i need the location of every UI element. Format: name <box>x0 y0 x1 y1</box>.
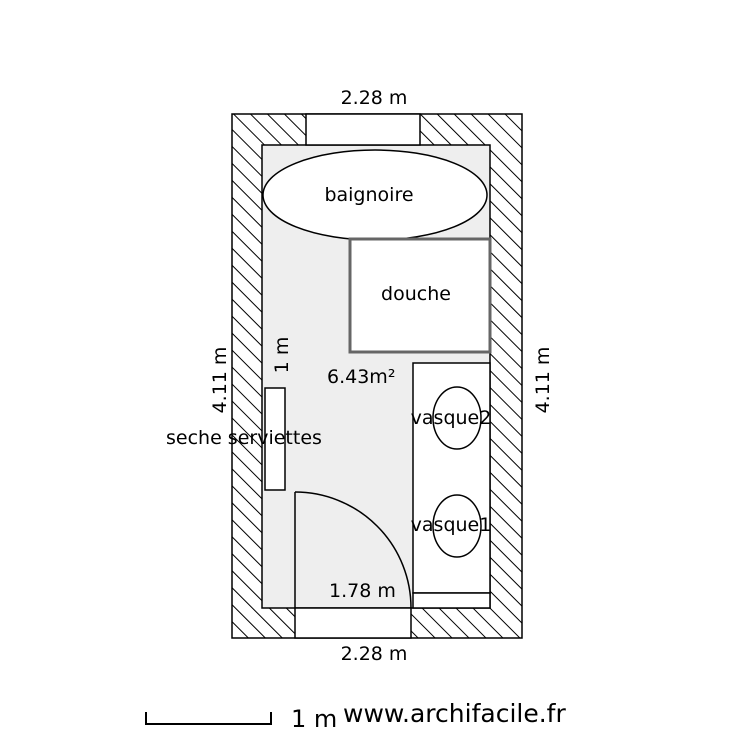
shower-label: douche <box>381 283 451 305</box>
bathtub-label: baignoire <box>324 184 413 206</box>
towel-dryer <box>264 387 286 491</box>
sink-1 <box>432 494 482 558</box>
scale-bar <box>145 712 272 725</box>
inner-left-height-dimension: 1 m <box>271 337 293 374</box>
sink-1-label: vasque1 <box>411 514 492 536</box>
inner-bottom-width-dimension: 1.78 m <box>329 580 396 602</box>
top-width-dimension: 2.28 m <box>341 87 408 109</box>
right-height-dimension: 4.11 m <box>532 347 554 414</box>
scale-label: 1 m <box>291 705 337 733</box>
door-opening <box>294 607 412 639</box>
vanity-strip <box>412 592 491 609</box>
door-swing <box>294 491 412 609</box>
shower <box>348 237 492 354</box>
sink-2-label: vasque2 <box>411 407 492 429</box>
top-window <box>305 113 421 146</box>
bottom-width-dimension: 2.28 m <box>341 643 408 665</box>
area-label: 6.43m² <box>327 366 395 388</box>
sink-2 <box>432 386 482 450</box>
left-height-dimension: 4.11 m <box>209 347 231 414</box>
site-watermark: www.archifacile.fr <box>343 699 566 728</box>
towel-dryer-label: seche serviettes <box>166 427 322 449</box>
